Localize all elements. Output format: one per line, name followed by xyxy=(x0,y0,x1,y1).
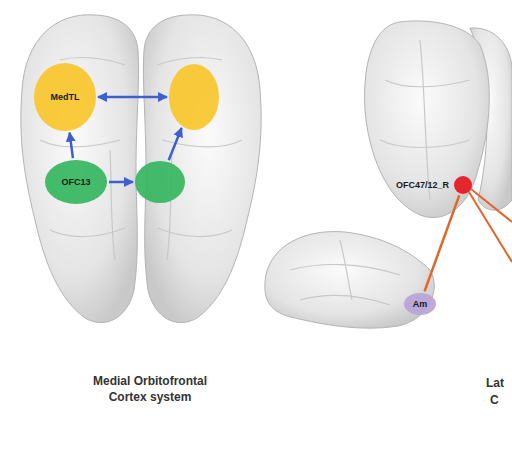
region-blob xyxy=(135,161,185,203)
region-blob xyxy=(404,293,436,315)
medtl-region: MedTL xyxy=(34,63,96,131)
connection-arrow xyxy=(109,181,133,184)
ventral-left-hemisphere xyxy=(21,15,139,323)
seed-dot-shape xyxy=(454,176,472,194)
connection-arrow xyxy=(98,96,167,99)
orange-connection-lines xyxy=(469,189,512,262)
medtl-region xyxy=(169,64,219,130)
connection-arrow xyxy=(70,133,73,158)
frontal-lobes xyxy=(365,21,512,218)
connection-arrow xyxy=(425,195,460,291)
region-shape xyxy=(135,161,185,203)
region-label: OFC13 xyxy=(61,177,90,188)
region-label: MedTL xyxy=(51,92,80,103)
panel-caption: Lat xyxy=(486,376,504,392)
panel-caption: Medial Orbitofrontal Cortex system xyxy=(82,374,218,405)
ofc-region xyxy=(135,161,185,203)
region-blob xyxy=(34,63,96,131)
region-blob xyxy=(45,160,107,204)
amygdala-region: Am xyxy=(404,293,436,315)
panel-caption: C xyxy=(490,393,499,409)
ofc-seed-dot: OFC47/12_R xyxy=(396,176,472,194)
seed-dot xyxy=(454,176,472,194)
region-label: Am xyxy=(413,299,428,310)
region-blob xyxy=(169,64,219,130)
ofc-region: OFC13 xyxy=(45,160,107,204)
region-label: OFC47/12_R xyxy=(396,180,449,191)
connection-arrow xyxy=(169,128,182,160)
lateral-hemisphere xyxy=(265,232,434,329)
region-shape xyxy=(169,64,219,130)
